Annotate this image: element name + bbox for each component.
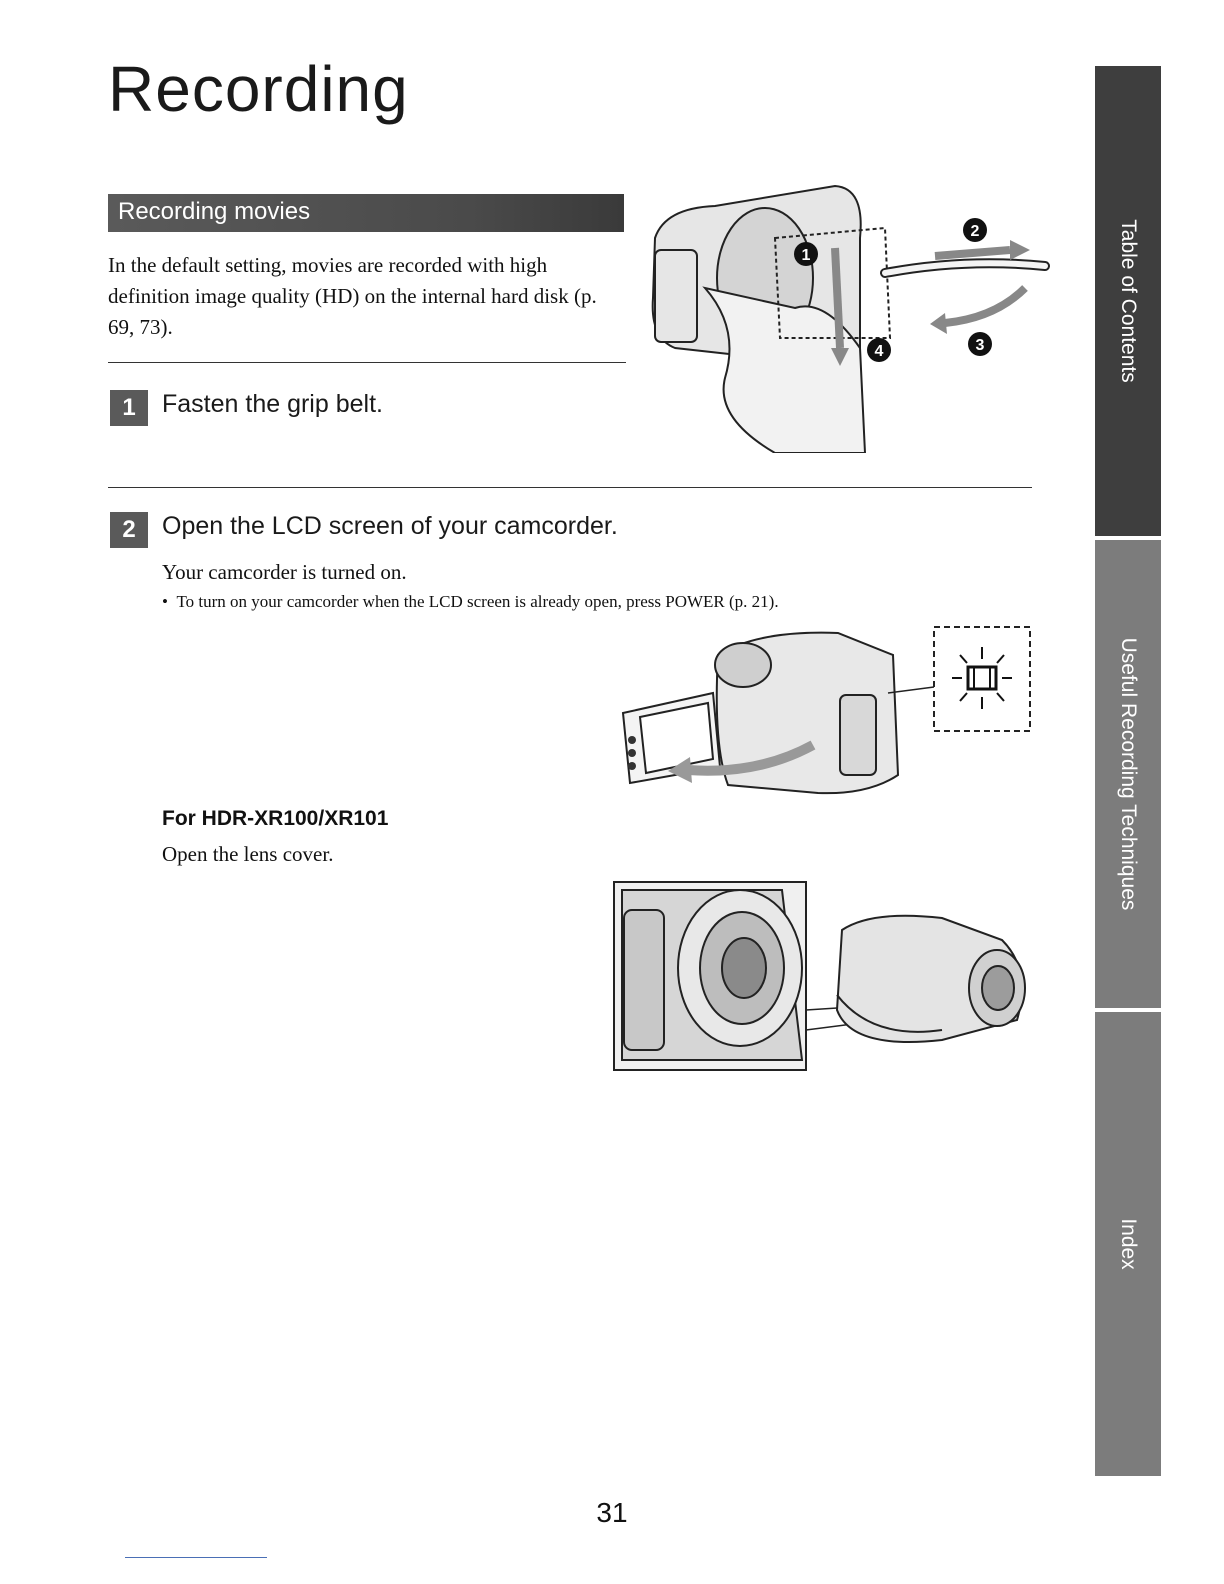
callout-4: 4 [875, 343, 884, 360]
bullet-text: To turn on your camcorder when the LCD s… [176, 592, 779, 611]
footer-line [125, 1557, 267, 1558]
callout-3: 3 [976, 337, 985, 354]
intro-paragraph: In the default setting, movies are recor… [108, 253, 597, 339]
model-note-text: Open the lens cover. [162, 842, 334, 866]
tab-table-of-contents[interactable]: Table of Contents [1095, 66, 1161, 536]
film-icon [952, 647, 1012, 709]
model-note-heading: For HDR-XR100/XR101 [162, 807, 389, 830]
divider [108, 487, 1032, 488]
step-2-bullet: • To turn on your camcorder when the LCD… [162, 592, 779, 612]
callout-2: 2 [971, 223, 980, 240]
tab-label: Index [1117, 1218, 1140, 1270]
divider [108, 362, 626, 363]
grip-belt-illustration: 1 2 3 4 [651, 184, 1050, 453]
tab-label: Table of Contents [1117, 219, 1140, 383]
tab-useful-recording-techniques[interactable]: Useful Recording Techniques [1095, 540, 1161, 1008]
step-1-marker: 1 [110, 390, 148, 426]
step-2-title: Open the LCD screen of your camcorder. [162, 512, 618, 540]
page-number: 31 [596, 1497, 628, 1528]
callout-1: 1 [802, 247, 811, 264]
lens-cover-illustration [613, 881, 1026, 1071]
tab-index[interactable]: Index [1095, 1012, 1161, 1476]
tab-label: Useful Recording Techniques [1117, 637, 1140, 911]
step-1-title: Fasten the grip belt. [162, 390, 383, 418]
lcd-open-illustration [621, 626, 1031, 795]
step-2-body: Your camcorder is turned on. [162, 560, 407, 584]
step-2-marker: 2 [110, 512, 148, 548]
page-title: Recording [108, 53, 409, 125]
section-heading: Recording movies [118, 198, 311, 225]
bullet-dot-icon: • [162, 592, 177, 611]
section-heading-bar: Recording movies [108, 194, 624, 232]
